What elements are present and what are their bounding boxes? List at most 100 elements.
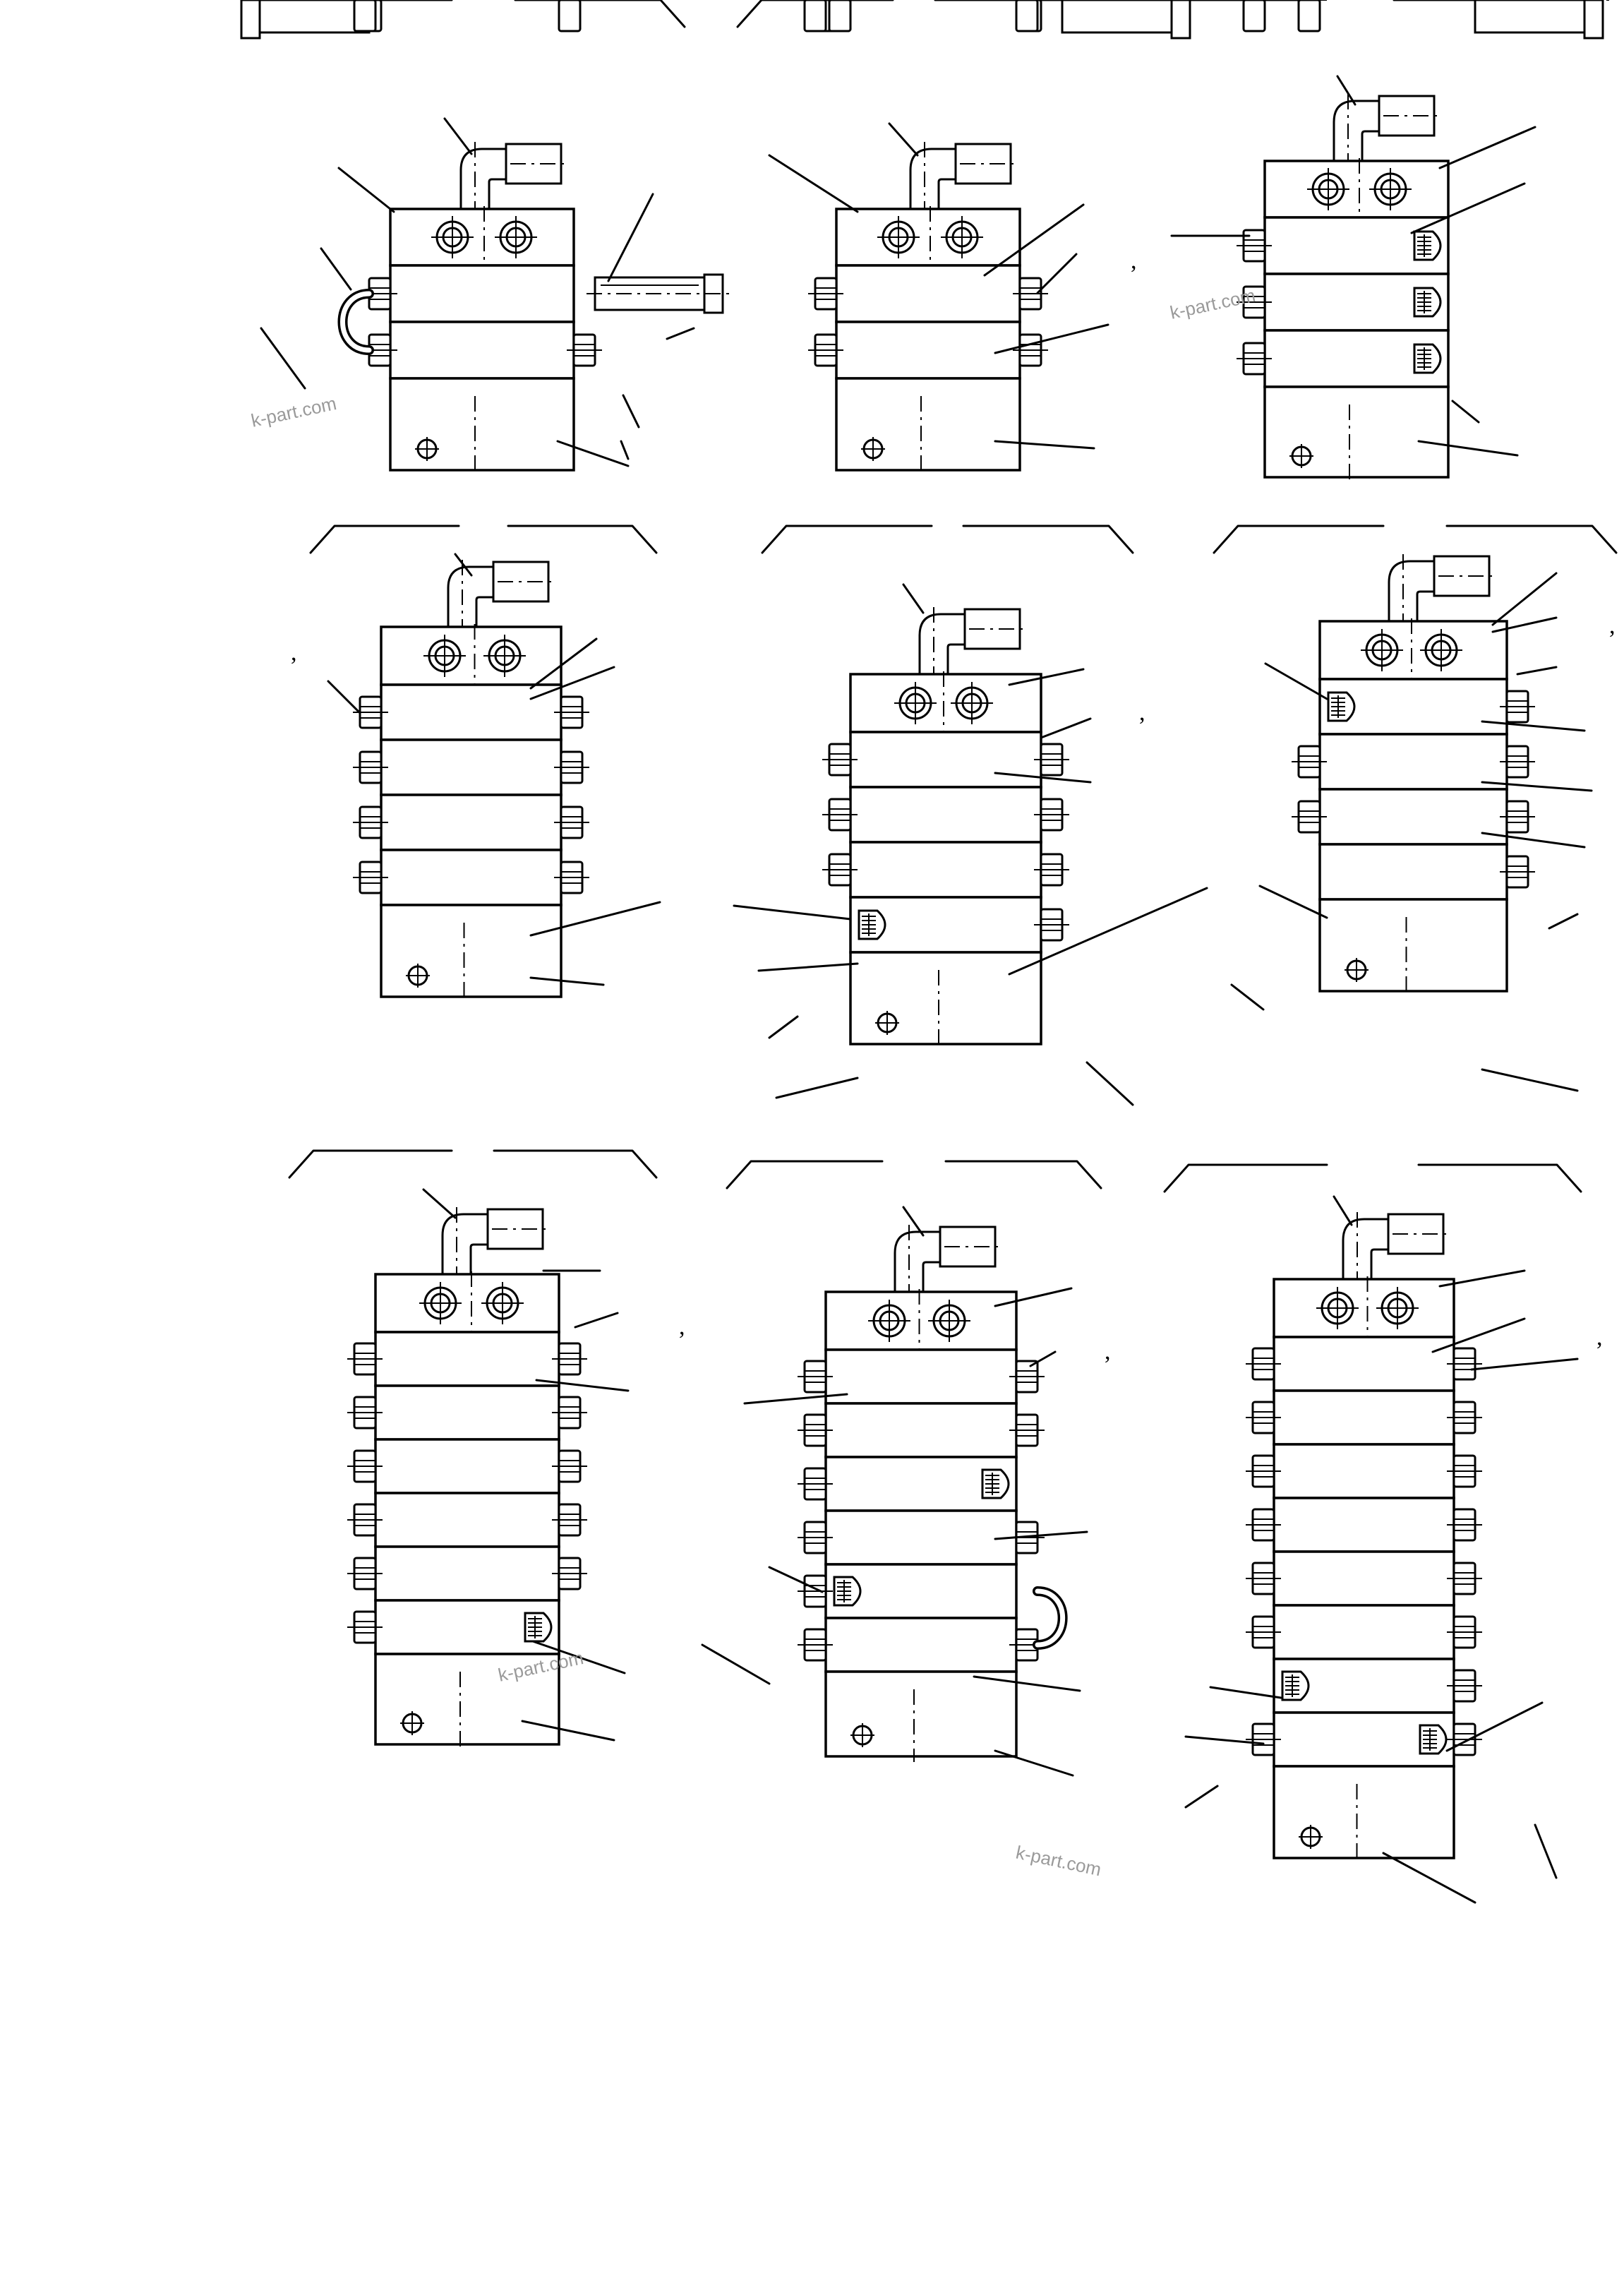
leader-line (994, 440, 1095, 450)
leader-line (1209, 1686, 1282, 1699)
leader-line (422, 1188, 457, 1219)
valve-section (824, 1348, 1018, 1405)
end-block (824, 1670, 1018, 1758)
leader-line (1481, 720, 1586, 732)
end-block (1273, 1765, 1455, 1859)
leader-line (574, 1312, 619, 1329)
elbow-fitting (459, 148, 507, 210)
elbow-fitting (918, 613, 966, 676)
leader-line (902, 1206, 925, 1237)
elbow-fitting (909, 148, 957, 210)
title-bracket-right (507, 525, 658, 554)
valve-assembly (1161, 0, 1544, 483)
valve-section (380, 738, 563, 796)
valve-section (835, 264, 1021, 323)
title-bracket-right (1445, 525, 1618, 554)
valve-section (1318, 788, 1508, 846)
valve-section (1273, 1604, 1455, 1660)
leader-line (320, 247, 352, 291)
leader-line (902, 583, 925, 614)
valve-section (1273, 1497, 1455, 1553)
end-block (389, 377, 575, 472)
inlet-block (849, 673, 1042, 733)
leader-line (1184, 1735, 1265, 1745)
leader-line (607, 193, 654, 282)
leader-line (529, 976, 605, 986)
leader-line (622, 394, 640, 429)
leader-line (1451, 400, 1480, 424)
valve-section (374, 1438, 560, 1494)
leader-line (529, 666, 615, 700)
bolt-head (803, 0, 827, 32)
leader-line (973, 1675, 1081, 1692)
leader-line (1008, 668, 1085, 686)
crossover-tube-inner (340, 291, 372, 353)
bolt-head (1297, 0, 1321, 32)
leader-line (529, 901, 661, 937)
leader-line (1036, 253, 1078, 294)
leader-line (1008, 887, 1208, 976)
leader-line (1548, 913, 1579, 930)
leader-line (1431, 1317, 1526, 1353)
valve-section (389, 320, 575, 380)
valve-section (849, 841, 1042, 899)
comma-mark: , (1105, 1338, 1111, 1365)
elbow-fitting (1342, 1218, 1390, 1281)
leader-line (1382, 1852, 1476, 1904)
valve-section (849, 731, 1042, 789)
leader-line (757, 962, 859, 972)
valve-section (380, 849, 563, 906)
bolt-head (1242, 0, 1266, 32)
leader-line (1258, 885, 1328, 919)
valve-section (1273, 1443, 1455, 1499)
leader-line (775, 1077, 859, 1099)
leader-line (260, 327, 306, 390)
watermark: k-part.com (1014, 1842, 1103, 1881)
valve-section (824, 1617, 1018, 1673)
end-block (849, 951, 1042, 1045)
title-bracket-left (1163, 1163, 1328, 1193)
leader-line (1438, 1269, 1526, 1288)
leader-line (1029, 1350, 1057, 1367)
valve-section (849, 786, 1042, 844)
valve-section (1273, 1389, 1455, 1446)
elbow-fitting (1333, 100, 1381, 162)
leader-line (994, 1749, 1074, 1777)
bolt-head (353, 0, 377, 32)
leader-line (768, 154, 859, 213)
leader-line (620, 440, 630, 460)
valve-assembly (1214, 0, 1618, 1092)
valve-assembly (288, 0, 658, 1750)
leader-line (994, 1287, 1073, 1307)
leader-line (888, 122, 919, 157)
valve-section (824, 1509, 1018, 1566)
title-bracket-right (962, 525, 1134, 554)
leader-line (1481, 832, 1586, 849)
valve-section (835, 320, 1021, 380)
leader-line (521, 1720, 615, 1742)
comma-mark: , (1131, 248, 1137, 274)
bolt-head (1015, 0, 1039, 32)
title-bracket-left (309, 525, 460, 554)
outlet-nut (1583, 0, 1604, 40)
leader-line (1417, 440, 1519, 457)
valve-section (1318, 733, 1508, 791)
end-block (1318, 898, 1508, 993)
valve-section (389, 264, 575, 323)
leader-line (1333, 1195, 1353, 1226)
title-bracket-right (514, 0, 686, 28)
valve-section (374, 1545, 560, 1602)
inlet-block (1273, 1278, 1455, 1338)
leader-line (994, 1530, 1088, 1540)
watermark: k-part.com (249, 393, 338, 431)
end-block (1263, 385, 1450, 479)
leader-line (1438, 126, 1536, 169)
leader-line (666, 327, 695, 340)
leader-line (535, 1379, 630, 1392)
leader-line (1491, 616, 1558, 633)
leader-line (768, 1566, 824, 1593)
crossover-tube-inner (1035, 1588, 1066, 1648)
valve-section (1273, 1336, 1455, 1392)
leader-line (1491, 572, 1558, 626)
inlet-block (1318, 620, 1508, 681)
